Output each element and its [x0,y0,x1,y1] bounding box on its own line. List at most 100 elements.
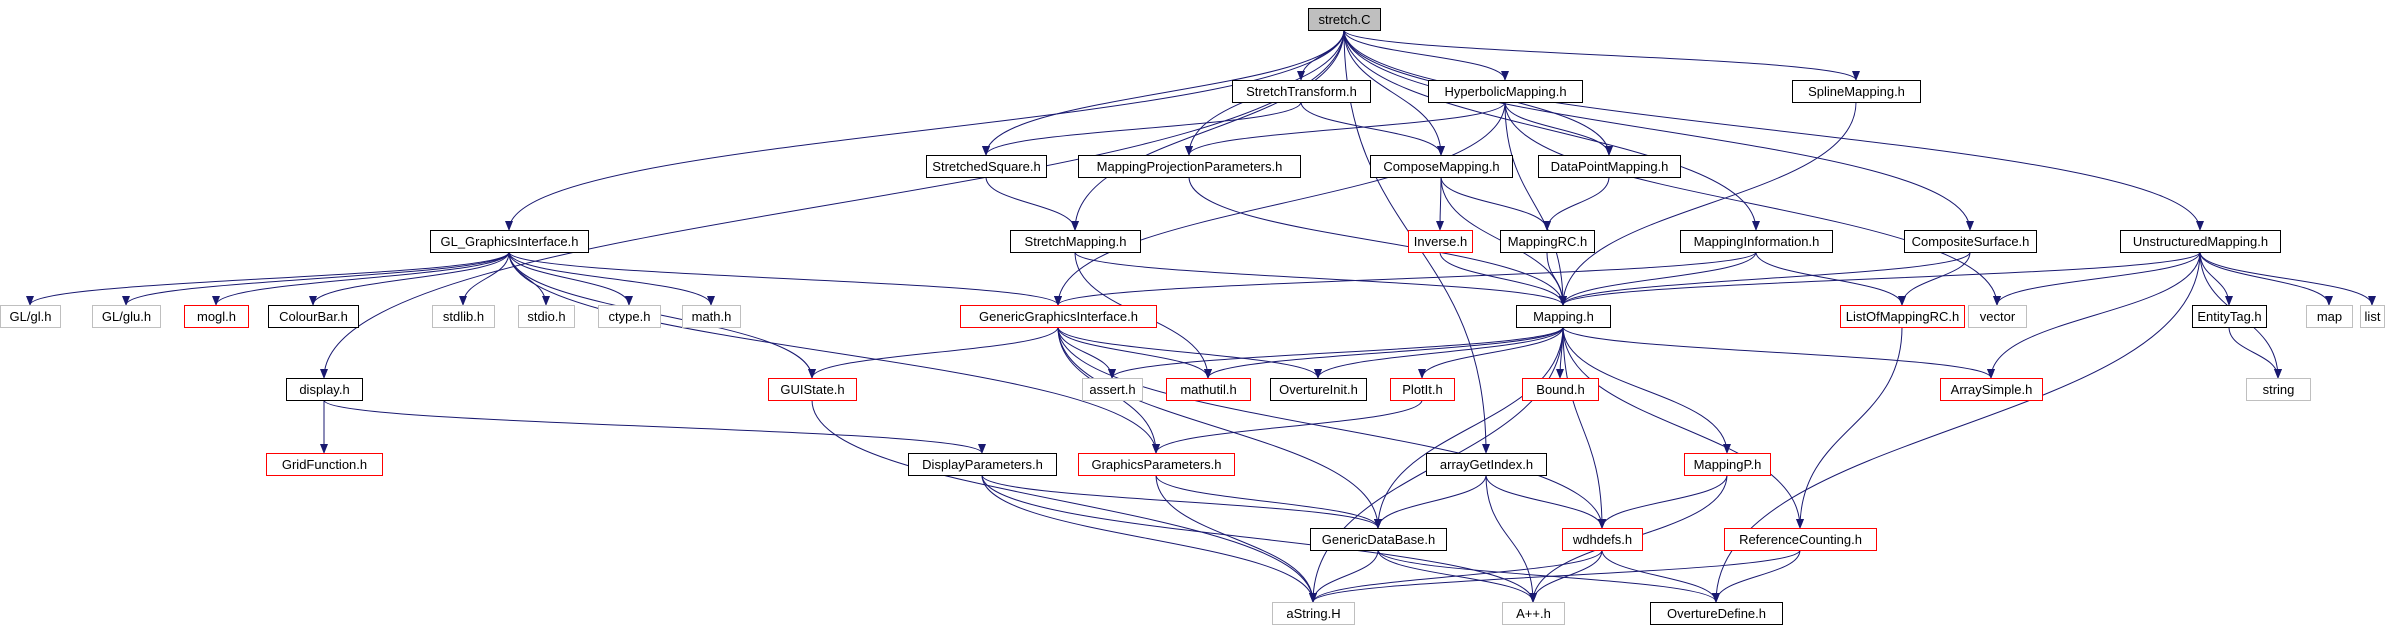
node-box [1968,305,2027,328]
node-mapping[interactable]: Mapping.h [1516,305,1611,328]
node-box [1840,305,1965,328]
edge-genericgraphicsinterface-to-mathutil [1057,326,1212,379]
node-label: stdio.h [527,309,565,324]
node-box [1390,378,1455,401]
node-label: ArraySimple.h [1951,382,2033,397]
edge-genericgraphicsinterface-to-genericdatabase [1057,326,1382,529]
node-referencecounting[interactable]: ReferenceCounting.h [1724,528,1877,551]
edge-mapping-to-wdhdefs [1562,326,1606,529]
edge-stretch_c-to-stretchedsquare [982,29,1345,156]
node-label: display.h [299,382,349,397]
node-gl_gl[interactable]: GL/gl.h [0,305,61,328]
edge-hyperbolicmapping-to-vector [1504,101,2001,306]
node-box [430,230,589,253]
edge-wdhdefs-to-astring [1309,549,1603,603]
node-box [1792,80,1921,103]
node-vector[interactable]: vector [1968,305,2027,328]
node-label: stretch.C [1318,12,1370,27]
node-list[interactable]: list [2360,305,2385,328]
node-plotit[interactable]: PlotIt.h [1390,378,1455,401]
node-entitytag[interactable]: EntityTag.h [2192,305,2267,328]
node-stdlib[interactable]: stdlib.h [432,305,495,328]
edge-gl_graphicsinterface-to-mogl [212,251,510,306]
node-genericdatabase[interactable]: GenericDataBase.h [1310,528,1447,551]
node-ctype[interactable]: ctype.h [598,305,661,328]
node-mogl[interactable]: mogl.h [184,305,249,328]
node-box [432,305,495,328]
node-box [1684,453,1771,476]
node-compositesurface[interactable]: CompositeSurface.h [1904,230,2037,253]
edge-gl_graphicsinterface-to-gl_gl [26,251,510,306]
node-wdhdefs[interactable]: wdhdefs.h [1562,528,1643,551]
node-mappingp[interactable]: MappingP.h [1684,453,1771,476]
node-gridfunction[interactable]: GridFunction.h [266,453,383,476]
node-stdio[interactable]: stdio.h [518,305,575,328]
node-aplusplus[interactable]: A++.h [1502,602,1565,625]
node-gl_graphicsinterface[interactable]: GL_GraphicsInterface.h [430,230,589,253]
node-stretchmapping[interactable]: StretchMapping.h [1010,230,1141,253]
node-composemapping[interactable]: ComposeMapping.h [1370,155,1513,178]
node-splinemapping[interactable]: SplineMapping.h [1792,80,1921,103]
node-overtureinit[interactable]: OvertureInit.h [1270,378,1367,401]
node-label: ComposeMapping.h [1383,159,1499,174]
node-inverse[interactable]: Inverse.h [1408,230,1473,253]
edge-unstructuredmapping-to-arraysimple [1987,251,2201,379]
edge-composemapping-to-mappingrc [1440,176,1551,231]
node-box [266,453,383,476]
node-mathutil[interactable]: mathutil.h [1166,378,1251,401]
node-mappinginformation[interactable]: MappingInformation.h [1680,230,1833,253]
node-label: PlotIt.h [1402,382,1442,397]
node-math[interactable]: math.h [682,305,741,328]
node-label: map [2317,309,2342,324]
node-listofmappingrc[interactable]: ListOfMappingRC.h [1840,305,1965,328]
node-mappingrc[interactable]: MappingRC.h [1500,230,1595,253]
node-unstructuredmapping[interactable]: UnstructuredMapping.h [2120,230,2281,253]
node-label: StretchedSquare.h [932,159,1040,174]
node-mappingprojectionparameters[interactable]: MappingProjectionParameters.h [1078,155,1301,178]
node-label: MappingProjectionParameters.h [1097,159,1283,174]
edge-gl_graphicsinterface-to-gl_glu [122,251,510,306]
edge-displayparameters-to-genericdatabase [981,474,1382,529]
node-label: Inverse.h [1414,234,1467,249]
node-box [1078,453,1235,476]
node-display[interactable]: display.h [286,378,363,401]
node-arraysimple[interactable]: ArraySimple.h [1940,378,2043,401]
node-displayparameters[interactable]: DisplayParameters.h [908,453,1057,476]
node-stretchtransform[interactable]: StretchTransform.h [1232,80,1371,103]
node-stretchedsquare[interactable]: StretchedSquare.h [926,155,1047,178]
node-arraygetindex[interactable]: arrayGetIndex.h [1426,453,1547,476]
node-hyperbolicmapping[interactable]: HyperbolicMapping.h [1428,80,1583,103]
edge-stretchmapping-to-mapping [1074,251,1567,306]
edge-mapping-to-overtureinit [1314,326,1564,379]
node-label: arrayGetIndex.h [1440,457,1533,472]
edge-mapping-to-mathutil [1204,326,1564,379]
node-map[interactable]: map [2306,305,2353,328]
node-astring[interactable]: aString.H [1272,602,1355,625]
node-stretch_c[interactable]: stretch.C [1308,8,1381,31]
nodes-layer: stretch.C StretchTransform.h HyperbolicMap… [0,8,2385,625]
node-string[interactable]: string [2246,378,2311,401]
node-box [1310,528,1447,551]
node-label: GUIState.h [780,382,844,397]
node-label: ListOfMappingRC.h [1846,309,1959,324]
node-genericgraphicsinterface[interactable]: GenericGraphicsInterface.h [960,305,1157,328]
edge-plotit-to-graphicsparameters [1152,399,1423,454]
node-colourbar[interactable]: ColourBar.h [268,305,359,328]
edge-hyperbolicmapping-to-mapping [1504,101,1567,306]
node-overturedefine[interactable]: OvertureDefine.h [1650,602,1783,625]
node-box [1680,230,1833,253]
node-guistate[interactable]: GUIState.h [768,378,857,401]
node-label: mathutil.h [1180,382,1236,397]
node-graphicsparameters[interactable]: GraphicsParameters.h [1078,453,1235,476]
edge-unstructuredmapping-to-vector [1993,251,2201,306]
node-label: math.h [692,309,732,324]
edge-genericgraphicsinterface-to-guistate [808,326,1059,379]
node-box [1562,528,1643,551]
node-box [1650,602,1783,625]
node-datapointmapping[interactable]: DataPointMapping.h [1538,155,1681,178]
node-bound[interactable]: Bound.h [1522,378,1599,401]
node-gl_glu[interactable]: GL/glu.h [92,305,161,328]
node-assert[interactable]: assert.h [1082,378,1143,401]
node-box [1940,378,2043,401]
edge-mapping-to-assert [1108,326,1564,379]
